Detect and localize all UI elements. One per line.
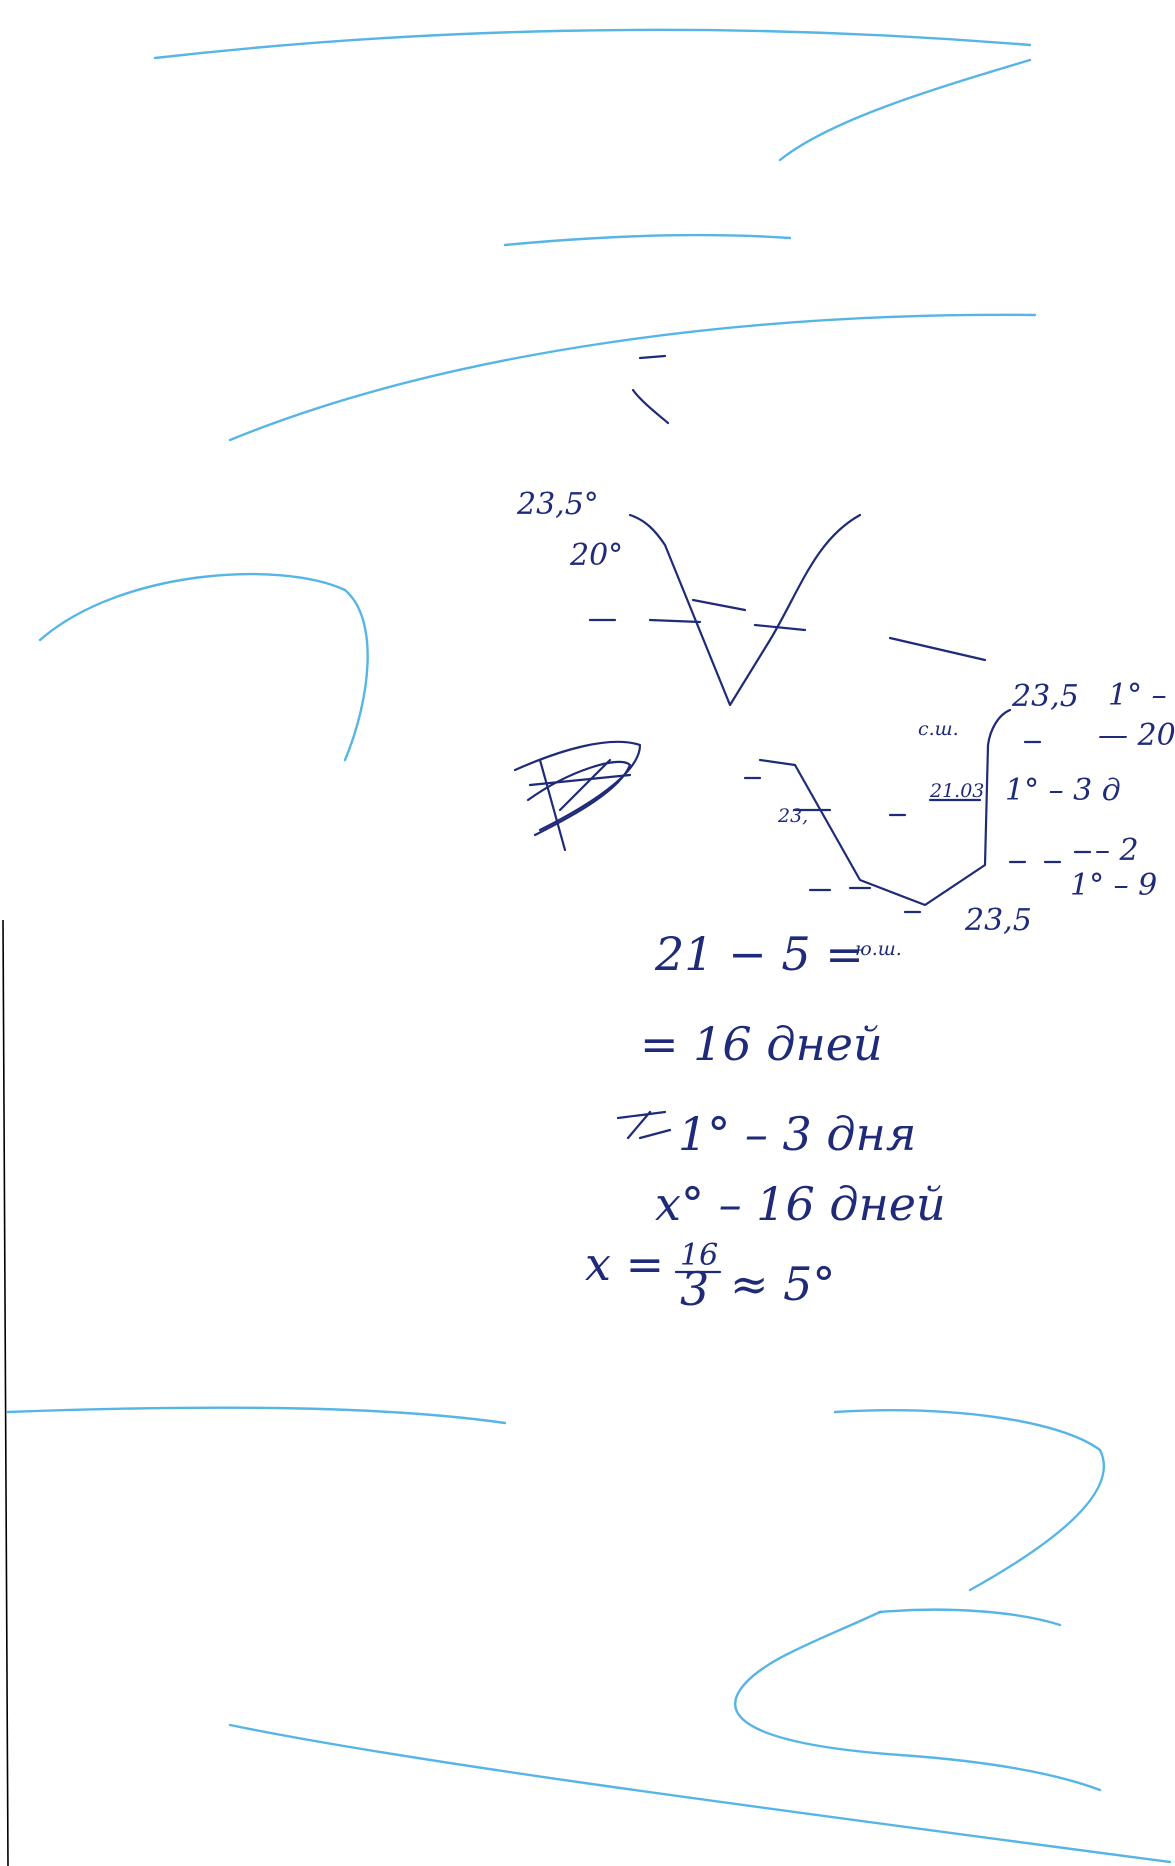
label-bottom-23-5: 23,5 (964, 903, 1032, 938)
label-23-5-degrees: 23,5° (516, 487, 599, 522)
fraction-denominator: 3 (680, 1262, 709, 1316)
label-date-21-03: 21.03 (929, 780, 984, 802)
calculation-block: 21 − 5 = = 16 дней 1° – 3 дня x° – 16 дн… (585, 927, 946, 1316)
label-20-degrees: 20° (569, 538, 623, 573)
label-southern-latitude: ю.ш. (855, 938, 902, 960)
v-diagram: 23,5° 20° (516, 487, 987, 707)
calc-line-5-result: ≈ 5° (730, 1257, 835, 1311)
right-note-1: 1° – 9 (1108, 678, 1175, 713)
calc-line-1: 21 − 5 = (654, 927, 864, 981)
fraction-numerator: 16 (680, 1238, 718, 1273)
stray-marks (631, 354, 670, 425)
u-diagram: 23,5 с.ш. 21.03 23, 23,5 ю.ш. 1° – 9 — 2… (743, 678, 1175, 960)
label-top-23-5: 23,5 (1011, 679, 1079, 714)
calc-line-2: = 16 дней (640, 1017, 883, 1071)
right-note-3: 1° – 3 д (1005, 773, 1121, 808)
page-edge-line (2, 919, 9, 1866)
scribble-crossout (513, 740, 642, 852)
right-note-5: 1° – 9 (1070, 868, 1157, 903)
calc-line-5-prefix: x = (585, 1237, 664, 1291)
strike-mark (616, 1110, 672, 1140)
label-23-left: 23, (777, 805, 808, 827)
right-note-2: — 20 (1098, 718, 1175, 753)
label-northern-latitude: с.ш. (918, 718, 959, 740)
crayon-scribbles (6, 28, 1172, 1864)
right-note-4: – 2 (1095, 833, 1139, 868)
calc-line-3: 1° – 3 дня (678, 1107, 916, 1161)
calc-line-4: x° – 16 дней (655, 1177, 946, 1231)
